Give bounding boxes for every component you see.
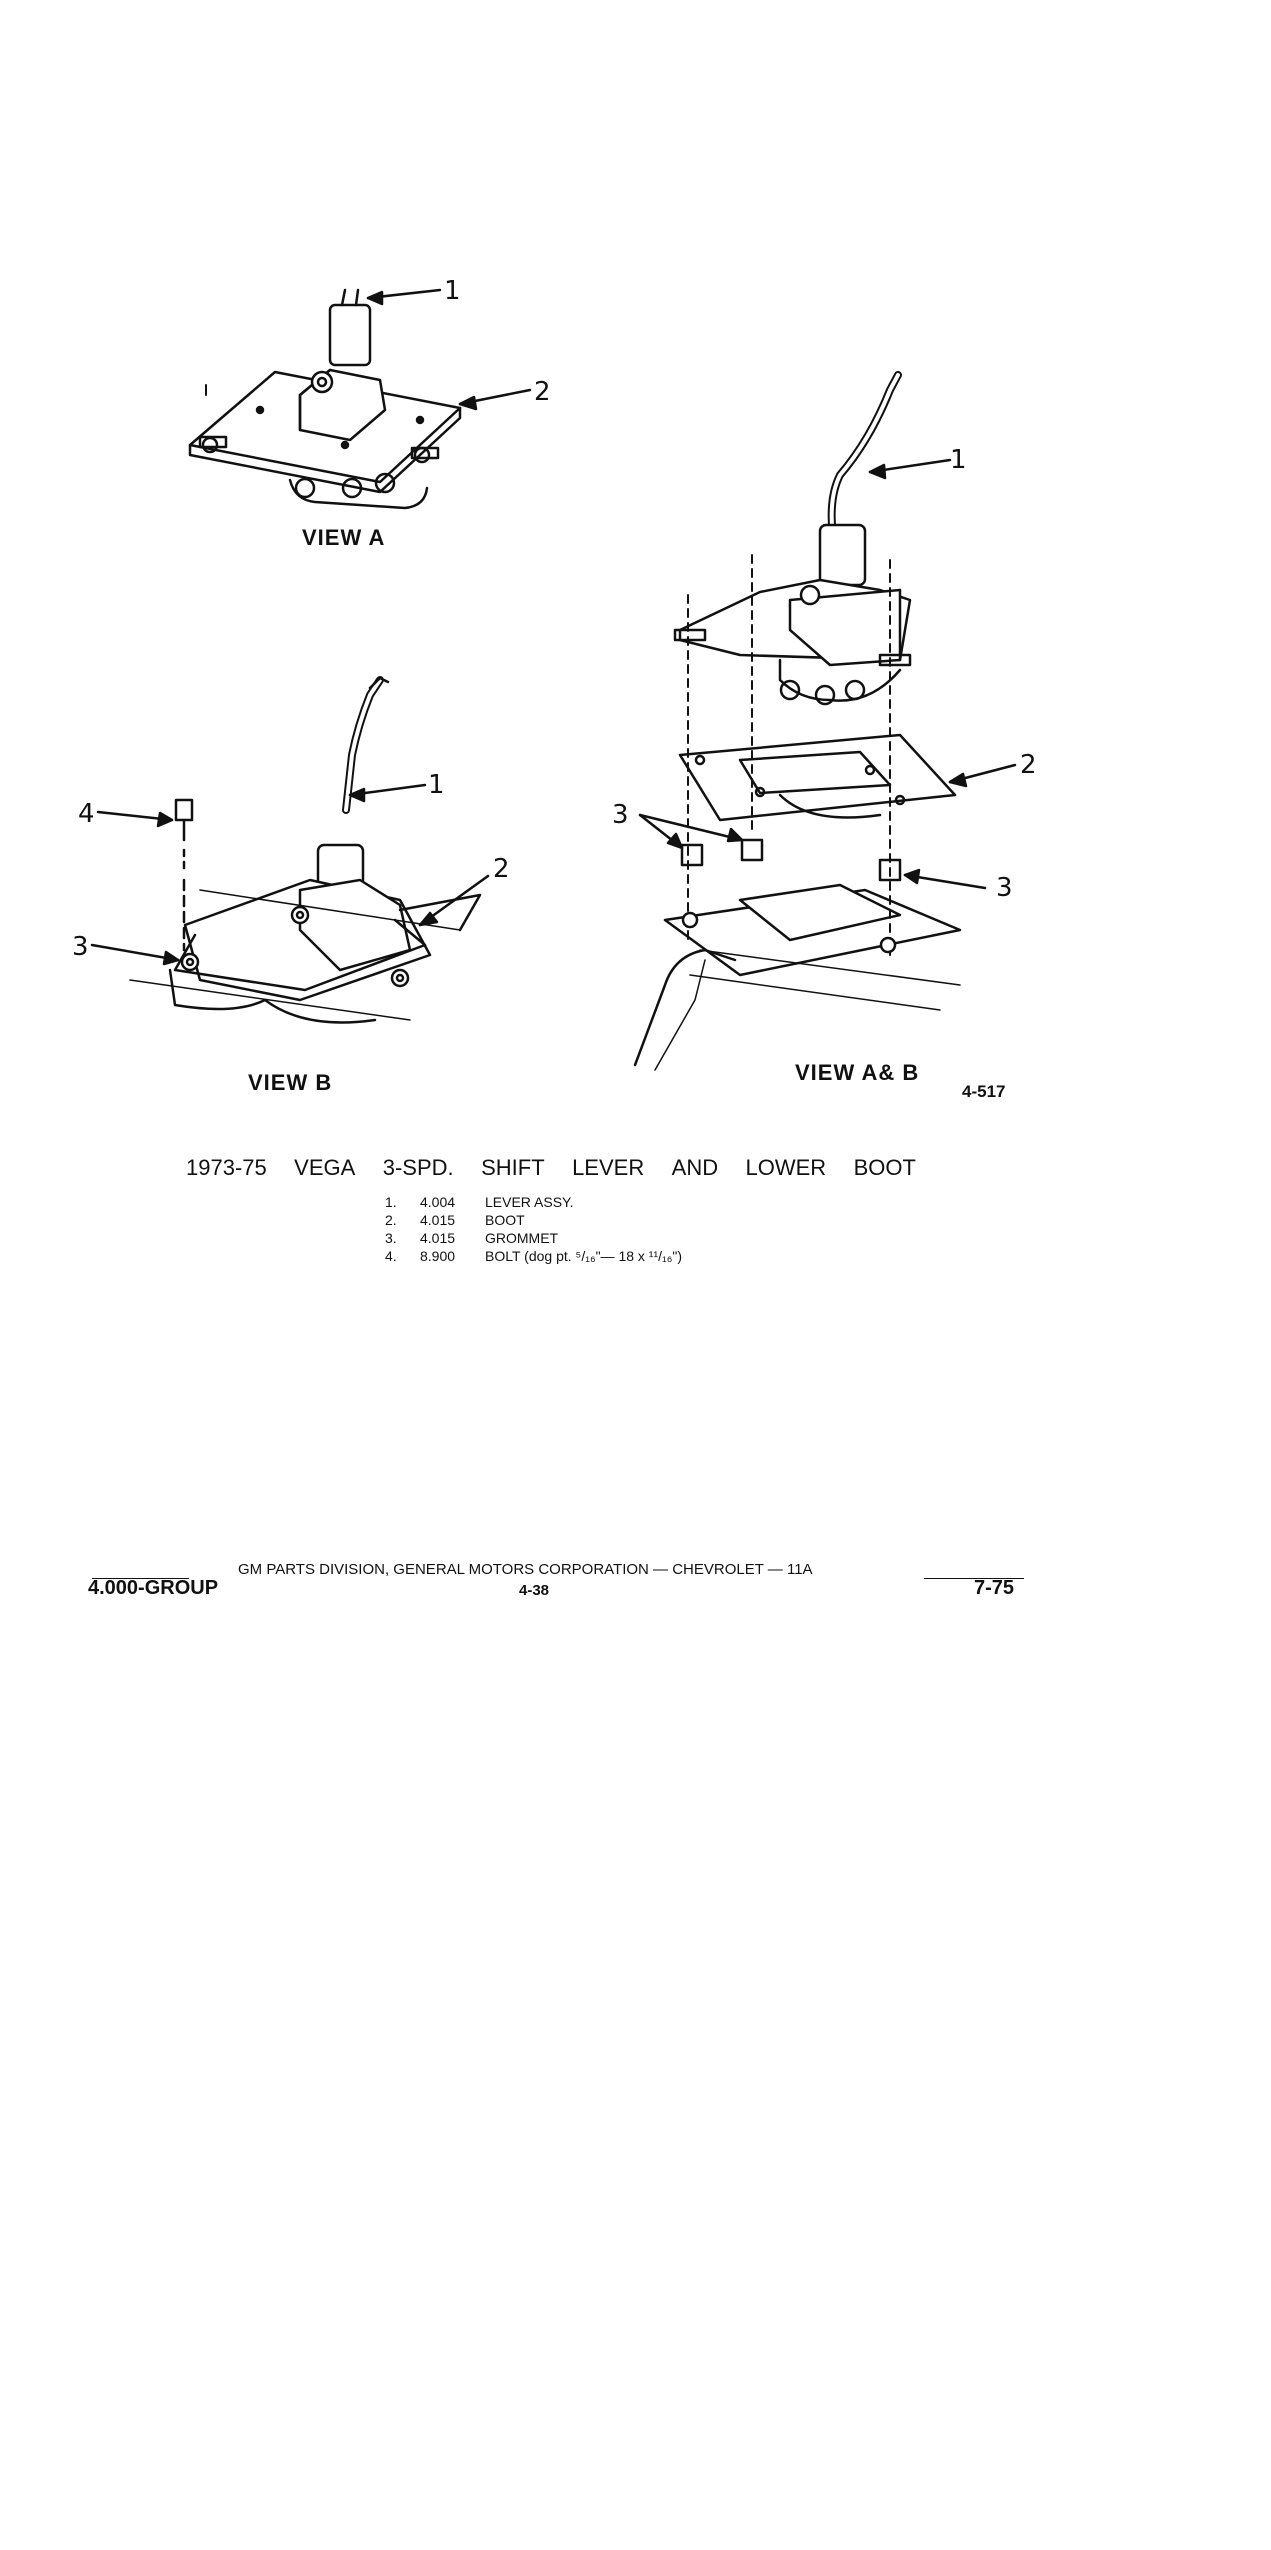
part-code: 4.015 — [420, 1212, 456, 1228]
title-word: 3-SPD. — [382, 1155, 454, 1180]
title-word: BOOT — [853, 1155, 916, 1180]
view-a-label: VIEW A — [302, 525, 386, 550]
part-code: 4.015 — [420, 1230, 456, 1246]
page-title: 1973-75 VEGA 3-SPD. SHIFT LEVER AND LOWE… — [186, 1155, 916, 1181]
view-b-drawing — [129, 676, 482, 1024]
footer-rule-right — [924, 1578, 1024, 1579]
part-code: 8.900 — [420, 1248, 456, 1264]
callout-view-b-1: 1 — [428, 770, 445, 800]
callout-view-ab-2: 2 — [1020, 750, 1037, 780]
callout-view-ab-1: 1 — [950, 445, 967, 475]
view-ab-callout-lines — [638, 458, 1017, 890]
callout-view-ab-3-left: 3 — [612, 800, 629, 830]
callout-view-b-4: 4 — [78, 799, 95, 829]
title-word: LOWER — [745, 1155, 827, 1180]
title-word: AND — [671, 1155, 719, 1180]
view-a-callout-lines — [366, 288, 532, 411]
part-number: 2. — [385, 1212, 397, 1228]
part-number: 4. — [385, 1248, 397, 1264]
part-description: LEVER ASSY. — [485, 1194, 574, 1210]
parts-row: 2. 4.015 BOOT — [385, 1211, 682, 1229]
callout-view-b-3: 3 — [72, 932, 89, 962]
parts-row: 4. 8.900 BOLT (dog pt. ⁵/₁₆"— 18 x ¹¹/₁₆… — [385, 1247, 682, 1265]
figure-number: 4-517 — [962, 1082, 1006, 1101]
title-word: LEVER — [572, 1155, 645, 1180]
title-word: SHIFT — [481, 1155, 545, 1180]
shift-lever-illustration: 1 2 4 1 2 3 1 2 3 3 — [72, 276, 1037, 1071]
callout-view-a-1: 1 — [444, 276, 461, 306]
callout-view-b-2: 2 — [493, 854, 510, 884]
view-b-label: VIEW B — [248, 1070, 333, 1095]
footer-date: 7-75 — [974, 1577, 1015, 1599]
part-number: 3. — [385, 1230, 397, 1246]
part-description: BOLT (dog pt. ⁵/₁₆"— 18 x ¹¹/₁₆") — [485, 1248, 683, 1264]
part-description: BOOT — [485, 1212, 525, 1228]
part-code: 4.004 — [420, 1194, 456, 1210]
parts-row: 3. 4.015 GROMMET — [385, 1229, 682, 1247]
view-b-callout-lines — [90, 783, 490, 966]
footer-publisher: GM PARTS DIVISION, GENERAL MOTORS CORPOR… — [238, 1561, 813, 1578]
callout-view-ab-3-right: 3 — [996, 873, 1013, 903]
title-word: 1973-75 — [186, 1155, 267, 1180]
parts-row: 1. 4.004 LEVER ASSY. — [385, 1193, 682, 1211]
parts-list: 1. 4.004 LEVER ASSY. 2. 4.015 BOOT 3. 4.… — [385, 1193, 682, 1265]
callout-view-a-2: 2 — [534, 377, 551, 407]
view-ab-drawing — [633, 371, 962, 1071]
part-number: 1. — [385, 1194, 397, 1210]
footer-rule-left — [92, 1578, 189, 1579]
footer-group: 4.000-GROUP — [88, 1577, 219, 1599]
footer-page-number: 4-38 — [519, 1582, 550, 1599]
title-word: VEGA — [294, 1155, 356, 1180]
view-ab-label: VIEW A& B — [795, 1060, 920, 1085]
view-a-drawing — [188, 288, 462, 510]
part-description: GROMMET — [485, 1230, 559, 1246]
